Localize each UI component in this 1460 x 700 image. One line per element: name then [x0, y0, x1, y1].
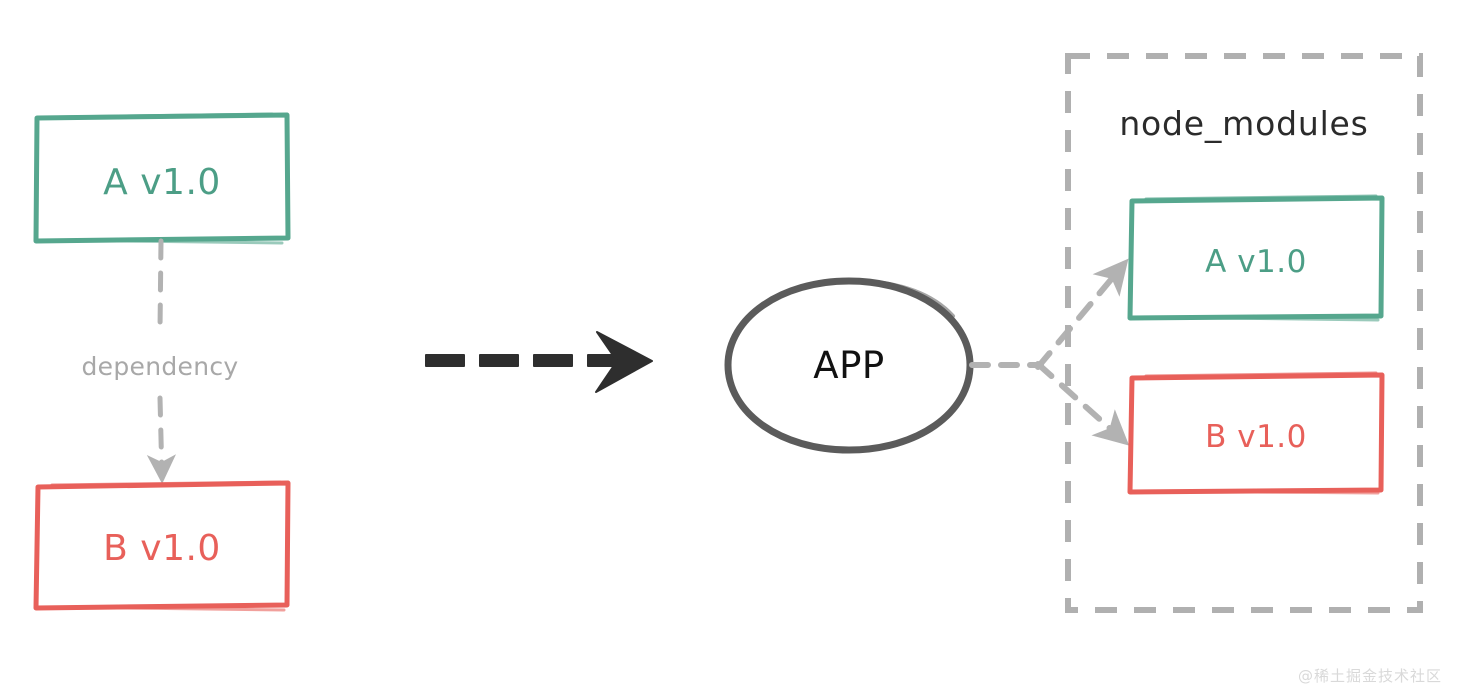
transform-arrow-dash-1: [425, 354, 465, 367]
node-modules-label: node_modules: [1119, 104, 1368, 143]
nm-box-a-sketch-bottom: [1136, 315, 1380, 322]
nm-box-b[interactable]: B v1.0: [1127, 371, 1385, 495]
left-box-a-label: A v1.0: [103, 162, 221, 203]
left-box-b-sketch-top: [50, 480, 282, 487]
left-box-b-sketch-bottom: [42, 605, 286, 612]
node-modules-border: [1065, 53, 1423, 613]
transform-arrow-dash-2: [479, 354, 519, 367]
nm-box-a-sketch-top: [1144, 194, 1378, 201]
dependency-edge-line-lower: [146, 395, 176, 484]
transform-arrow-dash-4: [587, 354, 618, 367]
transform-arrow-head: [595, 331, 653, 393]
dependency-edge-line-upper: [157, 238, 164, 333]
app-to-node-modules-edges: [969, 258, 1130, 446]
transform-arrow: [425, 331, 653, 393]
left-box-b[interactable]: B v1.0: [33, 480, 291, 612]
nm-box-b-sketch-top: [1144, 371, 1378, 378]
branch-to-a: [1035, 258, 1129, 370]
node-modules-container[interactable]: node_modules: [1065, 53, 1423, 613]
nm-box-b-border: [1127, 372, 1385, 495]
dependency-edge: dependency: [82, 238, 239, 484]
nm-box-b-label: B v1.0: [1205, 419, 1307, 455]
app-ellipse-sketch-overlap: [858, 279, 955, 318]
nm-box-a-label: A v1.0: [1205, 244, 1307, 280]
branch-to-b: [1035, 361, 1130, 446]
nm-box-a-border: [1127, 195, 1385, 321]
left-box-a-sketch-top: [58, 112, 274, 119]
app-ellipse-outline: [724, 277, 974, 454]
left-box-a[interactable]: A v1.0: [33, 112, 291, 245]
transform-arrow-dash-3: [533, 354, 573, 367]
app-ellipse-label: APP: [813, 344, 884, 387]
nm-box-a[interactable]: A v1.0: [1127, 194, 1385, 322]
watermark: @稀土掘金技术社区: [1297, 667, 1442, 685]
left-box-b-label: B v1.0: [103, 528, 221, 569]
nm-box-b-sketch-bottom: [1136, 489, 1380, 495]
app-ellipse[interactable]: APP: [724, 277, 974, 454]
dependency-edge-label: dependency: [82, 352, 239, 381]
